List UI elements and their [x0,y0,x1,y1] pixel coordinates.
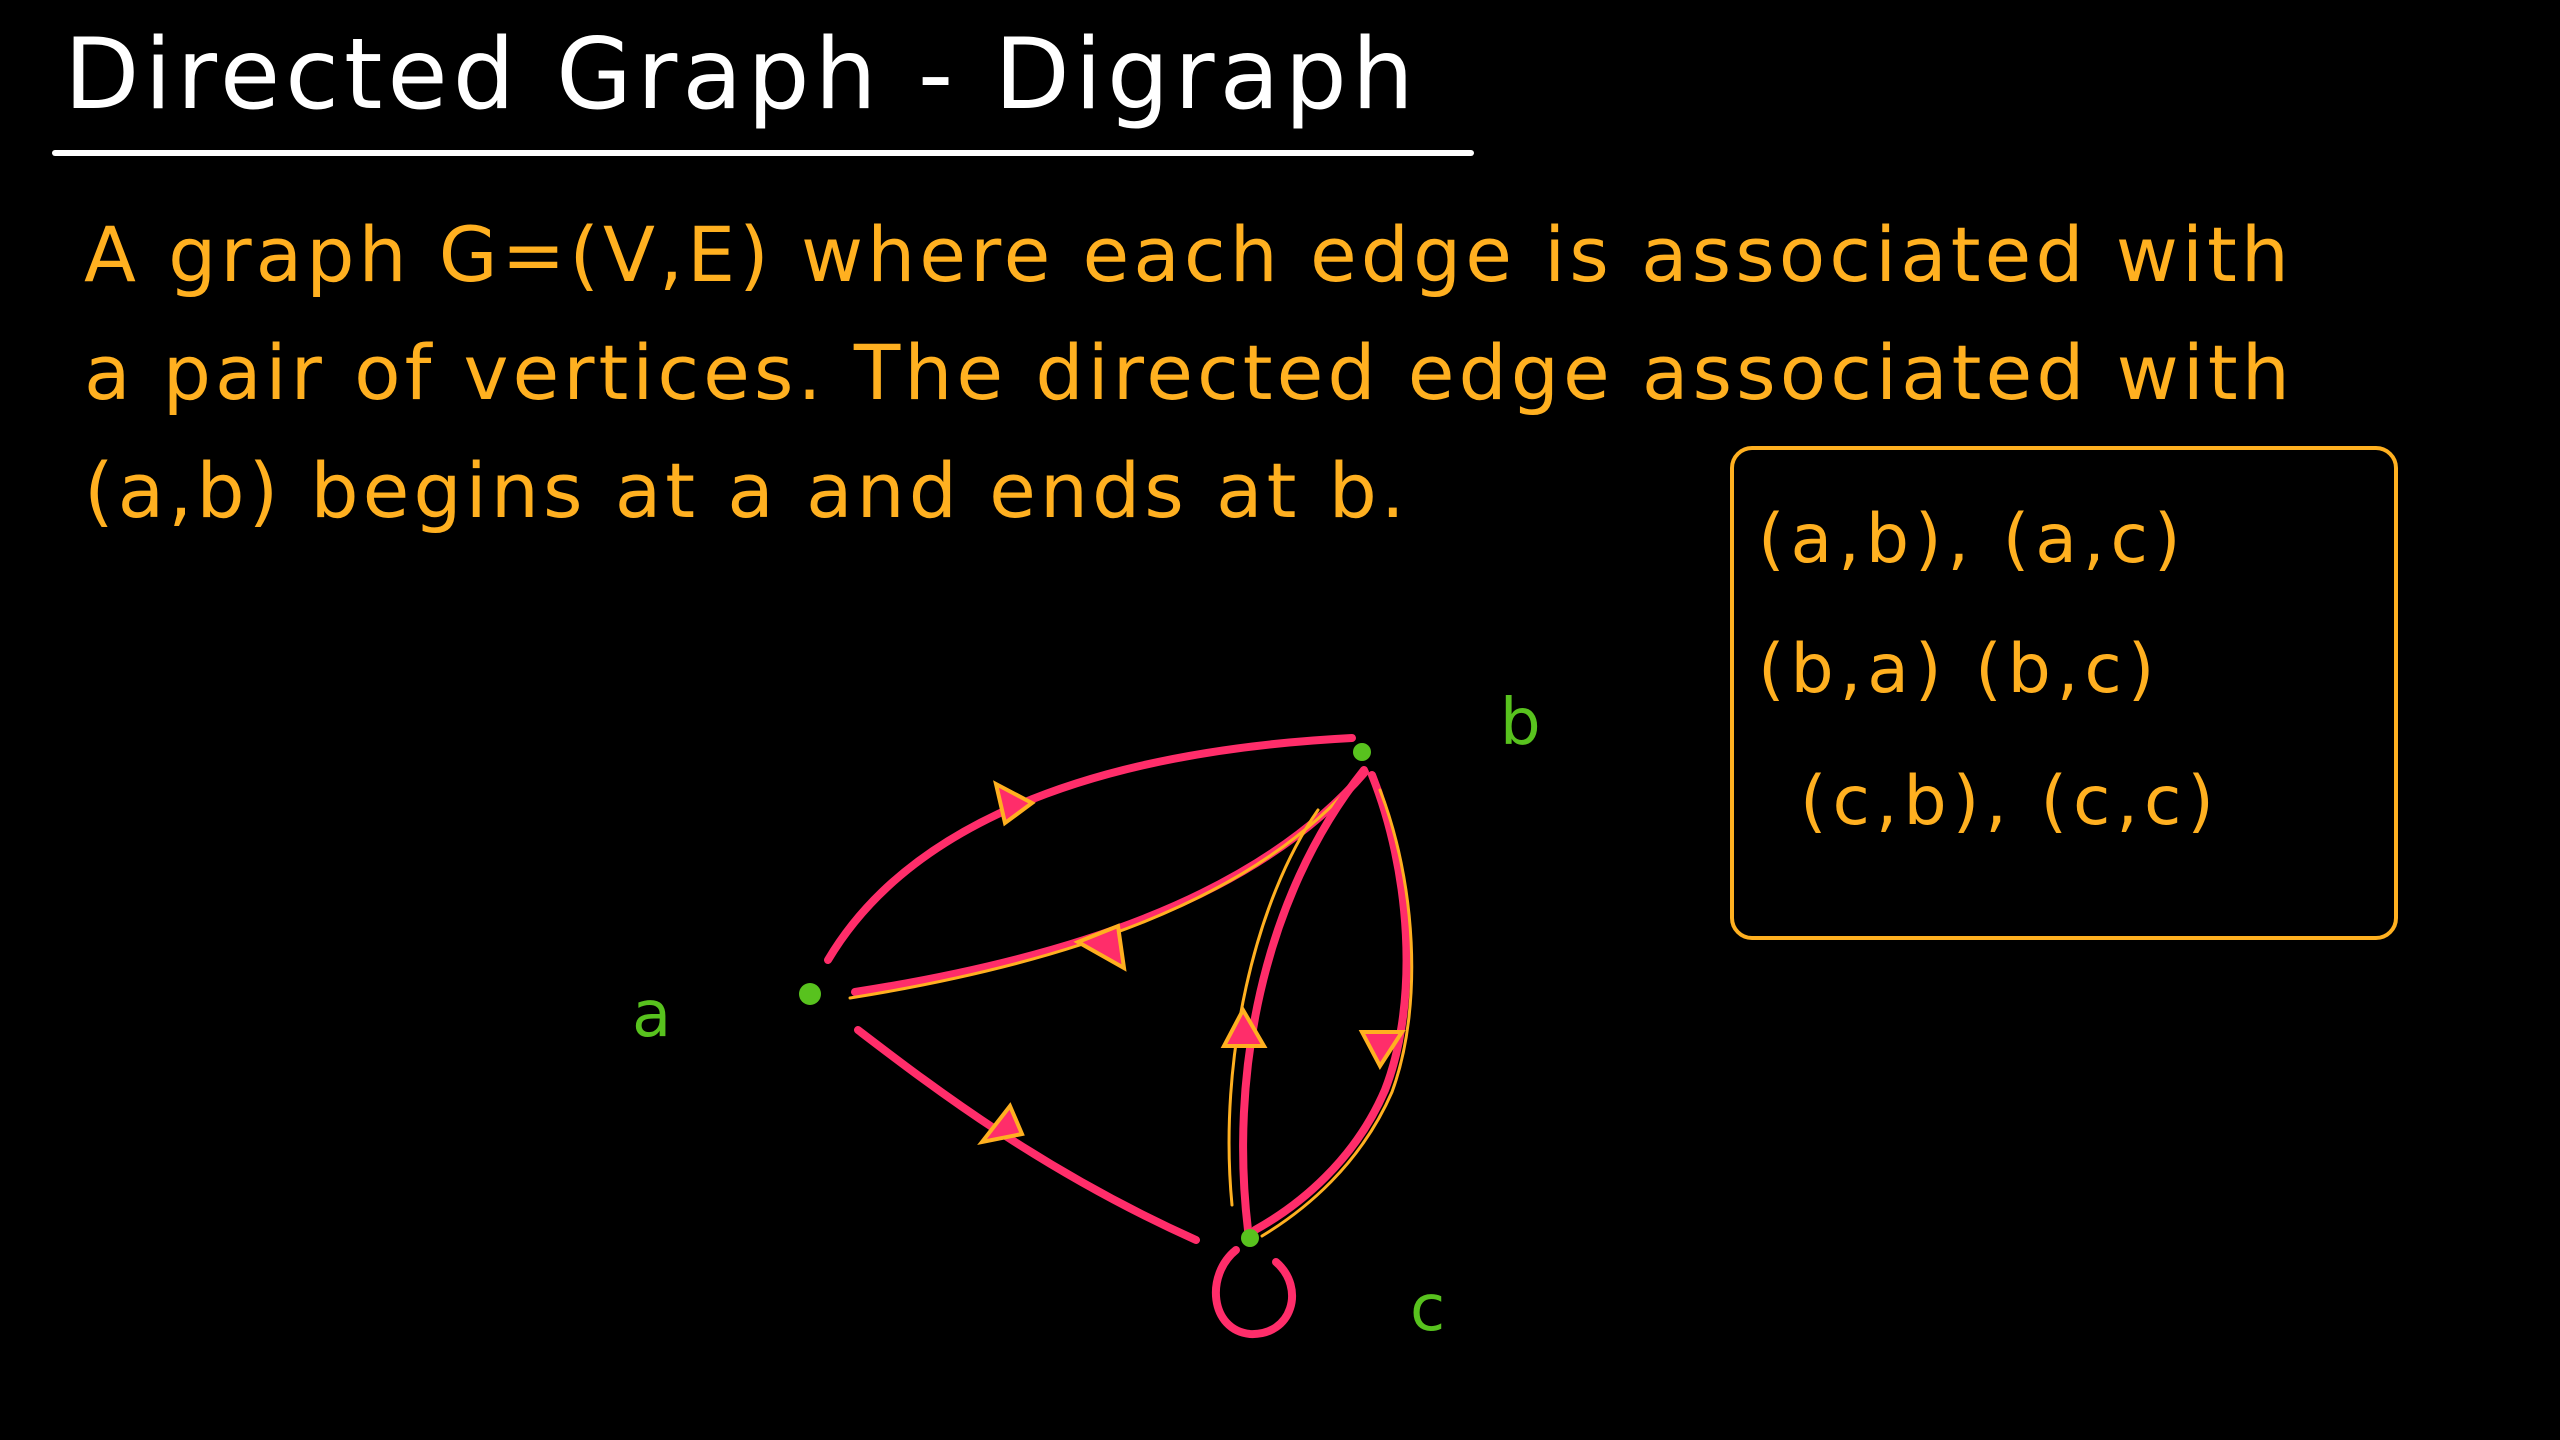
vertex-b [1353,743,1371,761]
definition-text: A graph G=(V,E) where each edge is assoc… [84,196,2294,550]
edge-b-c [1251,771,1414,1238]
definition-line-3: (a,b) begins at a and ends at b. [84,446,1409,535]
definition-line-2: a pair of vertices. The directed edge as… [84,328,2294,417]
arrowhead-c-b [1220,1005,1268,1048]
vertex-label-a: a [632,978,671,1052]
slide-title: Directed Graph - Digraph [64,18,1419,132]
arrowhead-b-c [1358,1030,1406,1070]
edge-c-b [1220,766,1368,1234]
edge-list-box [1730,446,2398,940]
edge-c-c [1211,1246,1296,1339]
edge-a-b [824,734,1356,964]
vertex-a [799,983,821,1005]
definition-line-1: A graph G=(V,E) where each edge is assoc… [84,210,2293,299]
vertex-label-b: b [1500,686,1541,760]
edge-list-line-2: (b,a) (b,c) [1758,630,2161,709]
vertex-c [1241,1229,1259,1247]
vertex-label-c: c [1410,1272,1445,1346]
arrowhead-a-c [977,1102,1025,1146]
arrowhead-b-a [1073,923,1127,972]
arrowhead-a-b [993,780,1036,827]
edge-a-c [854,1026,1200,1244]
edge-list-line-3: (c,b), (c,c) [1800,762,2220,841]
title-underline [52,150,1474,156]
edge-b-a [848,768,1369,1000]
edge-list-line-1: (a,b), (a,c) [1758,500,2187,579]
